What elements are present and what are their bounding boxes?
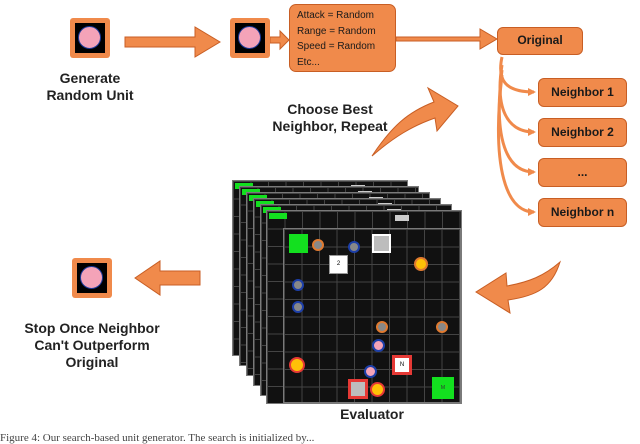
pink-unit: [372, 339, 385, 352]
grey-unit: [312, 239, 324, 251]
board-front: 2 N M: [283, 228, 461, 403]
stop-caption: Stop Once Neighbor Can't Outperform Orig…: [24, 320, 160, 370]
unit-attributes-icon: [230, 18, 270, 58]
random-unit-icon: [70, 18, 110, 58]
arrow-left-stop: [134, 260, 201, 296]
white-building: N: [392, 355, 412, 375]
grey-barracks: [348, 379, 368, 399]
evaluator-caption: Evaluator: [340, 406, 404, 422]
figure-caption-fragment: Figure 4: Our search-based unit generato…: [0, 432, 315, 444]
original-box: Original: [497, 27, 583, 55]
neighbor-1-box: Neighbor 1: [538, 78, 627, 107]
attribute-attack: Attack = Random: [297, 10, 374, 21]
neighbor-connectors: [497, 56, 536, 216]
grey-unit: [436, 321, 448, 333]
pink-unit: [364, 365, 377, 378]
yellow-unit: [289, 357, 305, 373]
grey-barracks: [372, 234, 391, 253]
yellow-unit: [370, 382, 385, 397]
grey-unit: [348, 241, 360, 253]
grey-unit: [292, 301, 304, 313]
white-building: 2: [329, 255, 348, 274]
green-base: [289, 234, 308, 253]
generate-caption: Generate Random Unit: [46, 70, 134, 103]
green-base: M: [432, 377, 454, 399]
attribute-range: Range = Random: [297, 25, 376, 37]
arrow-to-original: [395, 28, 498, 50]
attribute-speed: Speed = Random: [297, 41, 376, 52]
curved-arrow-repeat: [371, 86, 459, 157]
neighbor-2-box: Neighbor 2: [538, 118, 627, 147]
neighbor-ellipsis-box: ...: [538, 158, 627, 187]
grey-unit: [292, 279, 304, 291]
yellow-unit: [414, 257, 428, 271]
stop-unit-icon: [72, 258, 112, 298]
neighbor-n-box: Neighbor n: [538, 198, 627, 227]
arrow-right-top: [124, 26, 221, 58]
attributes-box: Attack = Random Range = Random Speed = R…: [289, 4, 396, 72]
curved-arrow-evaluate: [475, 260, 561, 314]
grey-unit: [376, 321, 388, 333]
choose-caption: Choose Best Neighbor, Repeat: [272, 101, 388, 134]
attribute-etc: Etc...: [297, 56, 320, 68]
arrow-to-attributes: [269, 29, 290, 51]
